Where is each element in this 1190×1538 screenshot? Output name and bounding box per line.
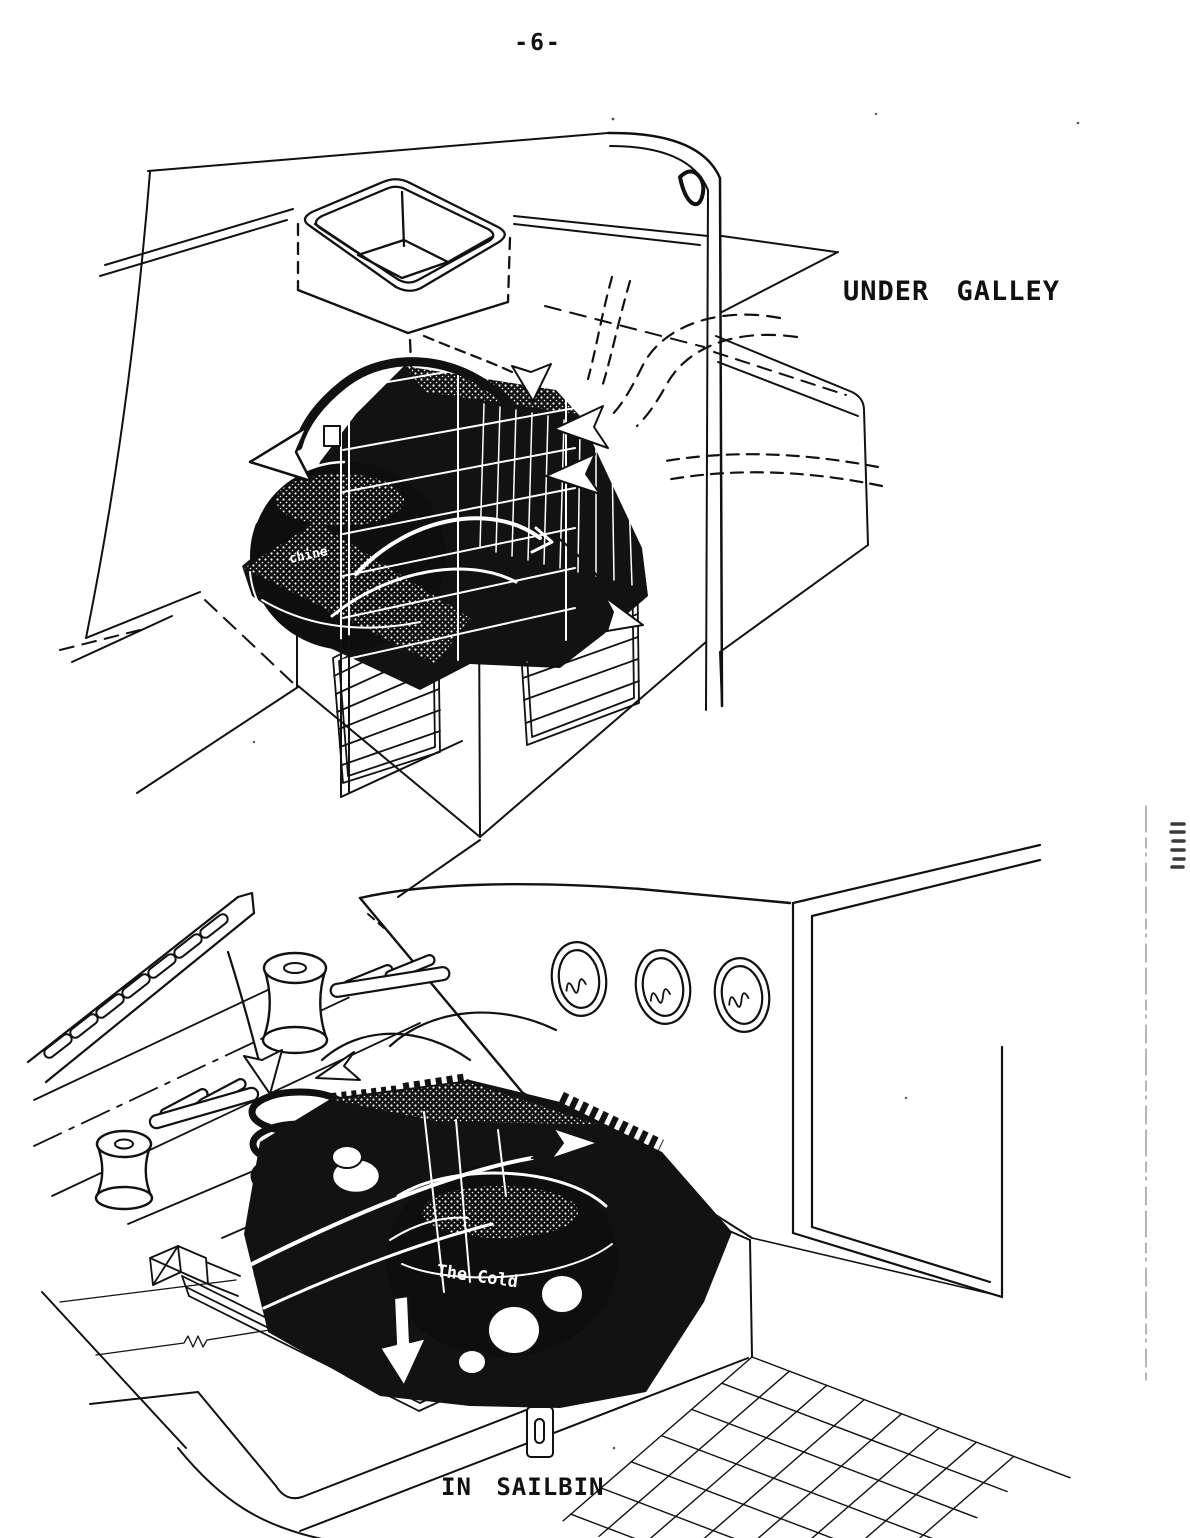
hand-hole bbox=[678, 169, 706, 207]
intake-arrowhead-2 bbox=[553, 405, 609, 449]
mooring-roller-front bbox=[261, 951, 329, 1055]
motor-mounts bbox=[457, 1274, 584, 1375]
shelf-support-bracket bbox=[526, 1406, 554, 1458]
panel-frame-below bbox=[340, 635, 463, 798]
in-arrowhead-1 bbox=[243, 1049, 283, 1095]
exhaust-arrowhead bbox=[248, 425, 313, 483]
dome-highlights bbox=[389, 1171, 613, 1279]
exhaust-arrow-shaft bbox=[293, 357, 513, 451]
hull-side bbox=[59, 171, 294, 684]
cross-pin-rear bbox=[329, 954, 451, 998]
galley-counter bbox=[99, 131, 837, 711]
under-counter-cabinet bbox=[136, 602, 707, 898]
quarter-berth bbox=[713, 251, 869, 707]
caption-under-galley: UNDER GALLEY bbox=[843, 276, 1061, 307]
door-frame bbox=[791, 843, 1042, 1299]
intake-arrowhead-3 bbox=[545, 453, 601, 495]
toe-rail-slots bbox=[43, 913, 229, 1059]
portholes bbox=[550, 941, 771, 1033]
panel-latch bbox=[323, 425, 341, 447]
leader-line bbox=[59, 1279, 237, 1303]
recirculation-arcs bbox=[330, 516, 554, 618]
floor-grating bbox=[562, 1356, 1071, 1538]
condensing-unit-bottom: The Cold bbox=[244, 1073, 732, 1408]
scan-artifacts bbox=[252, 112, 1186, 1450]
leader-line-zigzag bbox=[95, 1319, 333, 1356]
galley-sink bbox=[296, 178, 512, 432]
cross-pin-front bbox=[148, 1078, 260, 1130]
dome-highlights bbox=[249, 460, 421, 635]
condensing-unit-top: chine bbox=[242, 349, 648, 798]
airflow-arrows-top bbox=[248, 275, 884, 632]
page-number: -6- bbox=[514, 30, 562, 56]
pressure-switch bbox=[330, 1145, 382, 1195]
airflow-in-arrows bbox=[226, 950, 558, 1095]
caption-in-sailbin: IN SAILBIN bbox=[441, 1473, 605, 1501]
down-arrow bbox=[378, 1294, 428, 1388]
out-arrowhead bbox=[550, 1127, 599, 1160]
intake-arrowhead-1 bbox=[511, 363, 552, 402]
slide-out-shelf bbox=[197, 1371, 625, 1500]
condenser-fins bbox=[479, 403, 633, 586]
toe-rail bbox=[26, 891, 256, 1084]
figure-under-galley: chine bbox=[59, 131, 884, 898]
figure-in-sailbin: The Cold bbox=[26, 843, 1071, 1538]
mooring-roller-rear bbox=[94, 1129, 154, 1211]
airflow-out-arrows bbox=[250, 1127, 599, 1388]
in-arrowhead-2 bbox=[315, 1051, 361, 1081]
vent-out-arrowhead bbox=[604, 596, 644, 632]
